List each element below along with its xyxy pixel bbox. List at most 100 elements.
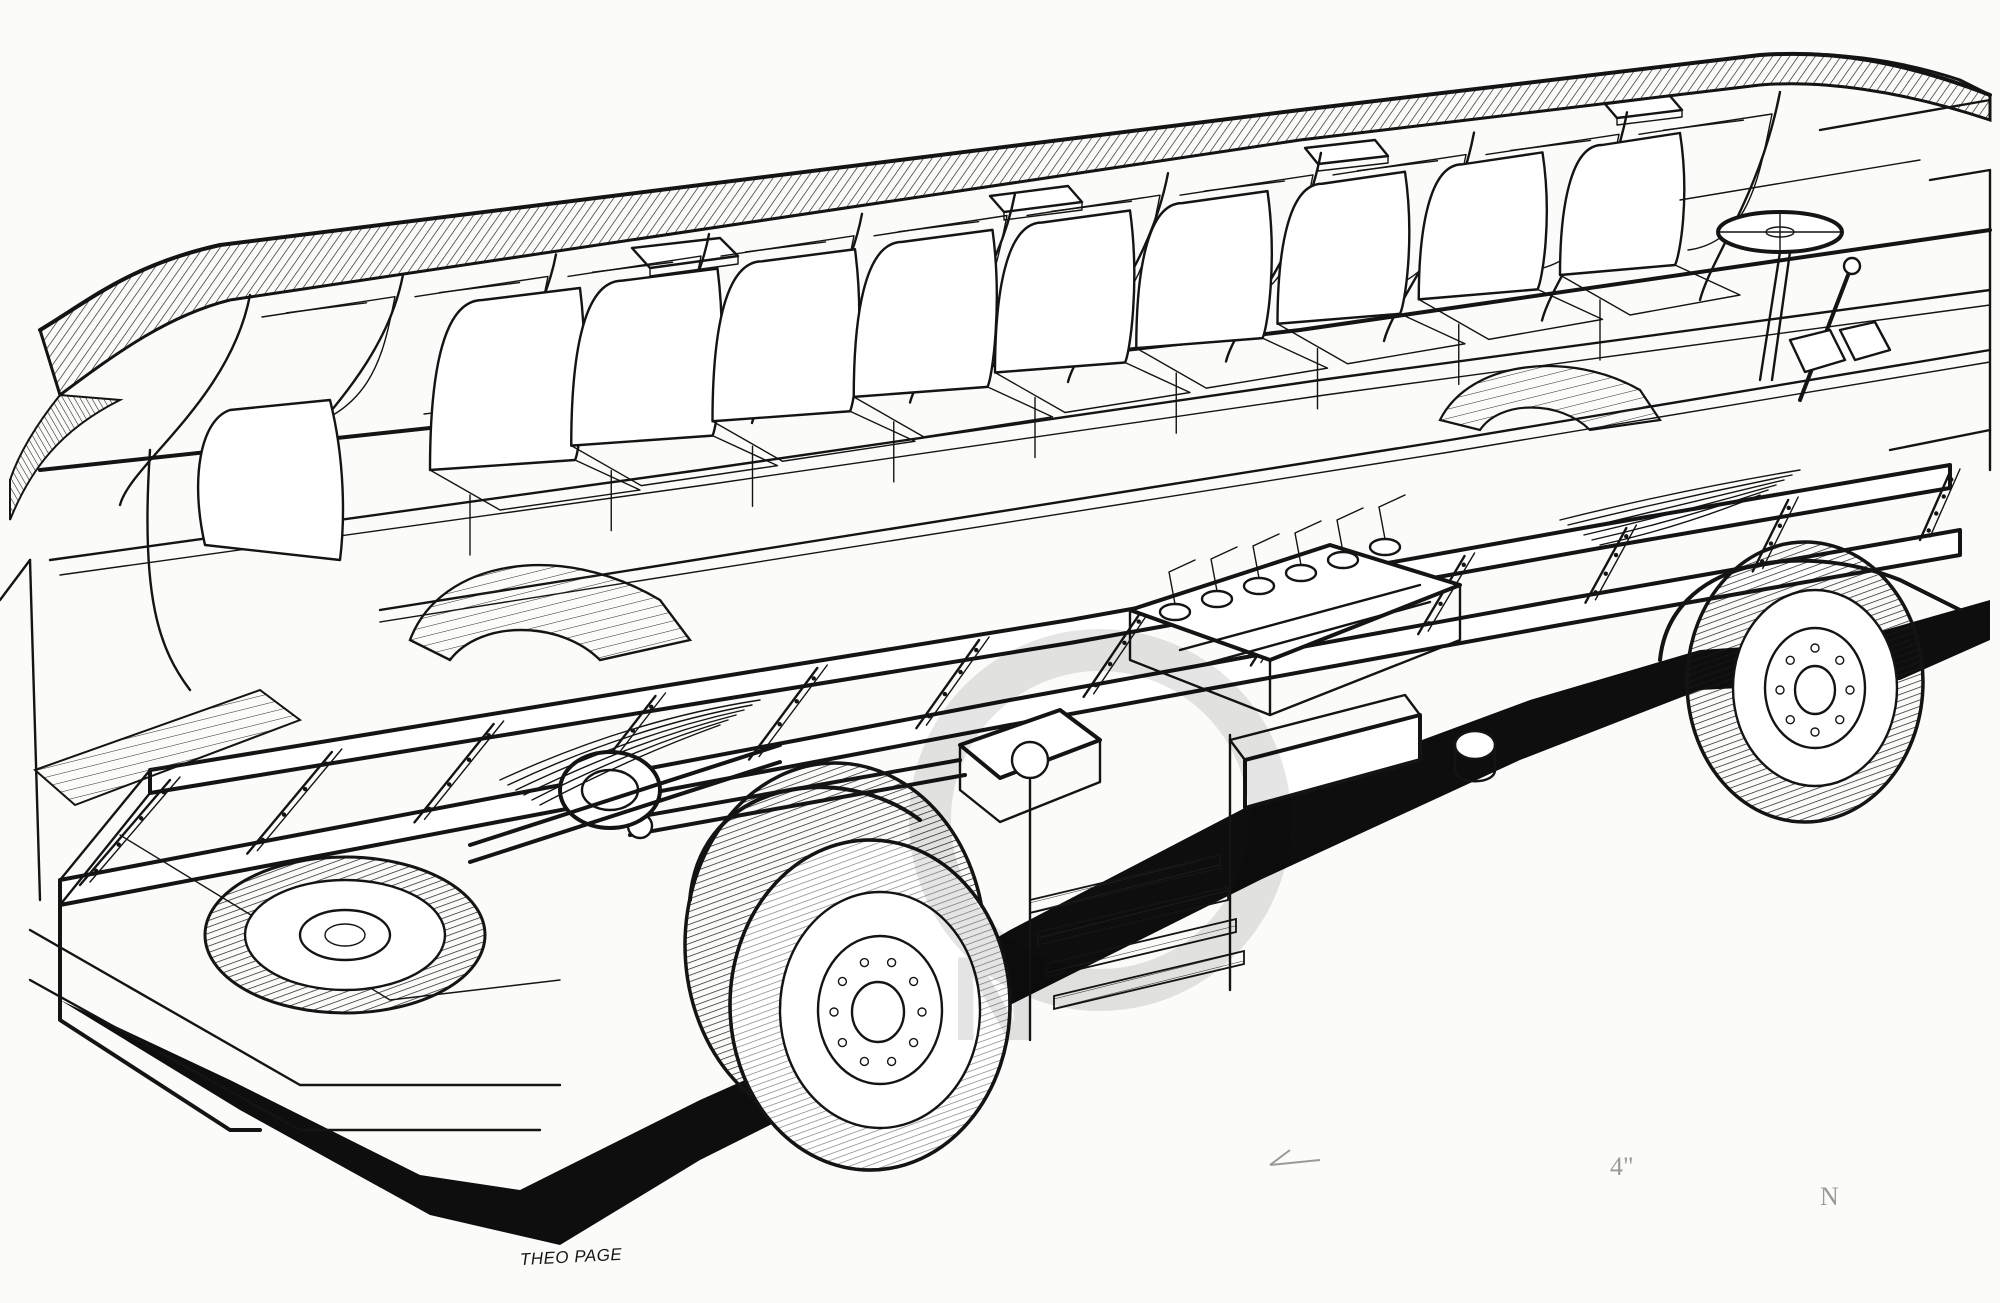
cross-member xyxy=(246,750,334,855)
seat-cushion xyxy=(994,361,1191,414)
rivet xyxy=(324,761,329,766)
seat-back xyxy=(711,248,861,423)
cylinder-head xyxy=(1242,576,1276,596)
rivet xyxy=(447,782,452,787)
rivet xyxy=(777,722,782,727)
spring-leaf xyxy=(531,719,729,801)
wheel-nut xyxy=(1785,714,1795,725)
spring-leaf xyxy=(507,704,753,786)
injector-pipe xyxy=(1378,494,1406,540)
wheel-nut xyxy=(917,1007,927,1017)
seat-cushion xyxy=(570,434,779,487)
roof-vent xyxy=(630,236,740,277)
rivet xyxy=(1426,621,1432,626)
spring-leaf xyxy=(539,724,721,806)
seat-back xyxy=(1558,131,1686,277)
seat-back xyxy=(1135,189,1273,350)
rivet xyxy=(1786,505,1791,511)
rivet xyxy=(1777,523,1783,528)
rivet xyxy=(1122,640,1127,646)
step-tread xyxy=(1037,885,1229,947)
wheel-nut xyxy=(859,957,870,968)
rivet xyxy=(1107,661,1113,667)
seat-back xyxy=(1276,170,1411,325)
rivet xyxy=(1593,590,1598,595)
rivet xyxy=(1613,552,1619,558)
wheel-nut xyxy=(1835,655,1845,666)
injector-pipe xyxy=(1168,559,1196,605)
seat-cushion xyxy=(429,459,641,511)
rivet xyxy=(1949,477,1954,482)
cylinder-head xyxy=(1368,537,1402,557)
rivet xyxy=(1093,683,1098,688)
rivet xyxy=(1624,534,1629,539)
spring-leaf xyxy=(1567,474,1793,526)
window-glazing xyxy=(1638,113,1773,251)
wheel-nut xyxy=(837,1037,848,1048)
watermark: N xyxy=(909,629,1291,1066)
cross-member-flange xyxy=(1929,468,1961,538)
front-cab xyxy=(1679,98,1992,472)
rivet xyxy=(649,704,654,710)
cross-member-flange xyxy=(758,664,828,758)
fuel-tank xyxy=(1228,693,1497,810)
rear-differential xyxy=(468,743,782,864)
rear-dual-wheels xyxy=(683,761,1012,1172)
seat-cushion xyxy=(853,386,1054,438)
rivet xyxy=(427,806,432,812)
front-wheel xyxy=(1658,540,1962,824)
engine-block xyxy=(1128,494,1462,717)
window-top-edge xyxy=(1356,160,1439,172)
cross-member-flange xyxy=(256,748,343,852)
rivet xyxy=(1941,494,1946,499)
rear-boot xyxy=(0,448,303,902)
injector-pipe xyxy=(1336,507,1364,553)
spring-leaf xyxy=(1575,479,1785,531)
window-pillar xyxy=(118,293,252,507)
step-tread xyxy=(1045,917,1237,979)
wheel-nut xyxy=(837,976,848,987)
rear-wheel-nuts xyxy=(829,957,927,1067)
rivet xyxy=(1926,528,1931,533)
spring-leaf xyxy=(1591,489,1769,541)
spring-leaf xyxy=(499,699,761,781)
rivet xyxy=(466,757,472,763)
injector-pipe xyxy=(1294,520,1322,566)
seat-cushion xyxy=(711,410,916,462)
rivet xyxy=(302,786,308,792)
roof-shell xyxy=(9,51,1992,521)
step-tread xyxy=(1053,949,1245,1011)
cross-member xyxy=(413,722,495,824)
window-top-edge xyxy=(1509,139,1592,152)
window-top-edge xyxy=(438,281,521,294)
rivet xyxy=(811,676,816,681)
seat-cushion xyxy=(1559,264,1741,316)
rivet xyxy=(1768,541,1774,546)
cross-member xyxy=(78,778,172,887)
rivet xyxy=(161,789,166,795)
seat-back xyxy=(1417,151,1548,301)
window-top-edge xyxy=(744,241,827,253)
seat-back xyxy=(570,267,723,447)
cross-member xyxy=(747,666,819,761)
rear-wheel-arch xyxy=(408,364,1662,662)
passenger-seats xyxy=(196,131,1741,562)
wheel-nut xyxy=(1785,655,1795,666)
roof-vent xyxy=(1303,138,1390,172)
cross-member-flange xyxy=(1092,608,1152,695)
seat-cushion xyxy=(1135,337,1329,389)
wheel-nut xyxy=(1810,643,1820,653)
wheel-nut xyxy=(829,1007,839,1017)
front-wheel-nuts xyxy=(1775,643,1855,737)
rivet xyxy=(927,713,932,719)
wheel-nut xyxy=(1810,727,1820,737)
cylinder-head xyxy=(1158,602,1192,622)
cross-member-flange xyxy=(1427,552,1476,632)
spare-wheel xyxy=(203,855,487,1015)
rivet xyxy=(1603,571,1608,576)
cylinder-head xyxy=(1200,589,1234,609)
rivet xyxy=(94,868,99,874)
roof-vent xyxy=(1603,94,1684,126)
window-top-edge xyxy=(285,302,368,314)
window-top-edge xyxy=(1203,180,1286,192)
